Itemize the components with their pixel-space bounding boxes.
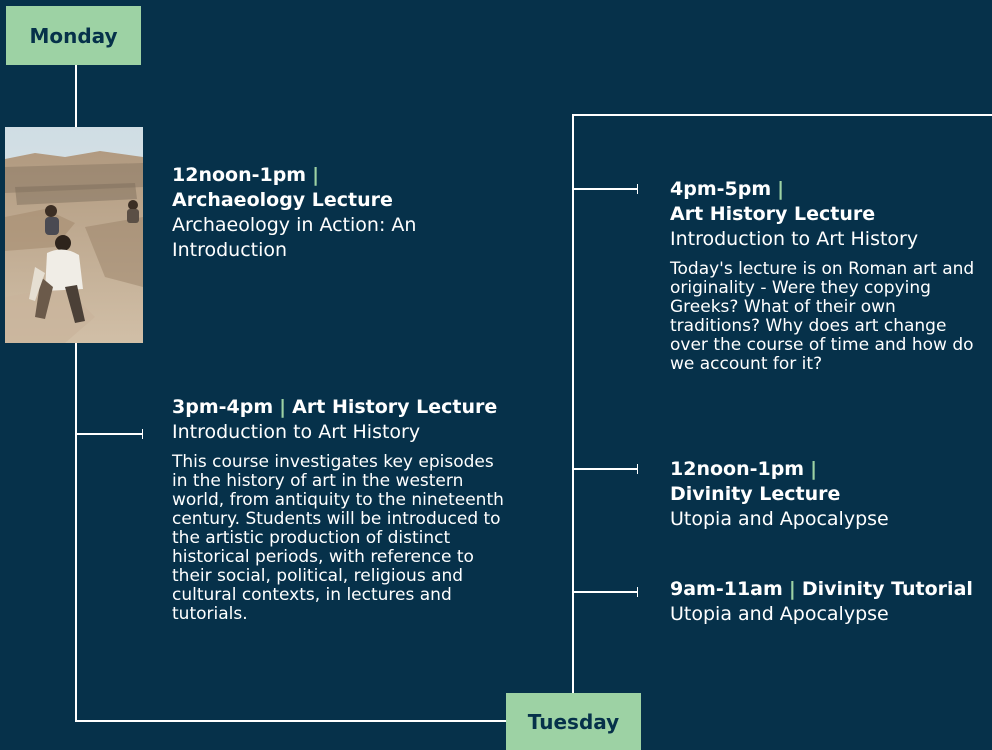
connector-divinity-lecture bbox=[574, 468, 638, 470]
event-title: Introduction to Art History bbox=[670, 228, 919, 250]
event-time: 12noon-1pm bbox=[172, 164, 307, 186]
event-type: Art History Lecture bbox=[670, 203, 876, 225]
event-time: 3pm-4pm bbox=[172, 396, 274, 418]
event-divinity-tutorial: 9am-11am | Divinity Tutorial Utopia and … bbox=[670, 577, 985, 627]
event-title: Utopia and Apocalypse bbox=[670, 508, 889, 530]
separator: | bbox=[810, 458, 818, 480]
event-art-history-lecture-monday: 3pm-4pm | Art History Lecture Introducti… bbox=[172, 395, 517, 624]
day-label-monday: Monday bbox=[29, 23, 118, 48]
separator: | bbox=[279, 396, 287, 418]
connector-art-history-monday bbox=[77, 433, 143, 435]
day-badge-monday: Monday bbox=[6, 6, 141, 65]
event-divinity-lecture: 12noon-1pm | Divinity Lecture Utopia and… bbox=[670, 457, 970, 532]
timeline-line-right bbox=[572, 114, 574, 694]
event-heading: 3pm-4pm | Art History Lecture bbox=[172, 395, 517, 420]
separator: | bbox=[312, 164, 320, 186]
connector-tick bbox=[142, 429, 143, 439]
day-badge-tuesday: Tuesday bbox=[506, 693, 641, 750]
excavation-photo bbox=[5, 127, 143, 343]
event-title: Utopia and Apocalypse bbox=[670, 603, 889, 625]
connector-divinity-tutorial bbox=[574, 591, 638, 593]
event-archaeology-lecture: 12noon-1pm | Archaeology Lecture Archaeo… bbox=[172, 163, 472, 263]
separator: | bbox=[777, 178, 785, 200]
event-title: Archaeology in Action: An Introduction bbox=[172, 214, 417, 261]
event-title: Introduction to Art History bbox=[172, 421, 421, 443]
timeline-line-top bbox=[572, 114, 992, 116]
timeline-line-left bbox=[75, 64, 77, 722]
connector-tick bbox=[637, 587, 638, 597]
separator: | bbox=[788, 578, 796, 600]
event-heading: 12noon-1pm | bbox=[172, 163, 472, 188]
event-type: Divinity Lecture bbox=[670, 483, 841, 505]
connector-tick bbox=[637, 464, 638, 474]
event-heading: 12noon-1pm | bbox=[670, 457, 970, 482]
event-time: 9am-11am bbox=[670, 578, 783, 600]
event-type: Archaeology Lecture bbox=[172, 189, 393, 211]
event-type: Art History Lecture bbox=[292, 396, 498, 418]
excavation-photo-illustration bbox=[5, 127, 143, 343]
event-description: This course investigates key episodes in… bbox=[172, 452, 504, 624]
event-type: Divinity Tutorial bbox=[801, 578, 973, 600]
event-heading: 4pm-5pm | bbox=[670, 177, 985, 202]
connector-art-history-tuesday bbox=[574, 188, 638, 190]
event-time: 4pm-5pm bbox=[670, 178, 772, 200]
event-heading: 9am-11am | Divinity Tutorial bbox=[670, 577, 985, 602]
event-description: Today's lecture is on Roman art and orig… bbox=[670, 259, 975, 374]
timeline-line-bottom bbox=[75, 720, 507, 722]
event-time: 12noon-1pm bbox=[670, 458, 805, 480]
event-art-history-lecture-tuesday: 4pm-5pm | Art History Lecture Introducti… bbox=[670, 177, 985, 374]
connector-tick bbox=[637, 184, 638, 194]
day-label-tuesday: Tuesday bbox=[527, 709, 620, 734]
